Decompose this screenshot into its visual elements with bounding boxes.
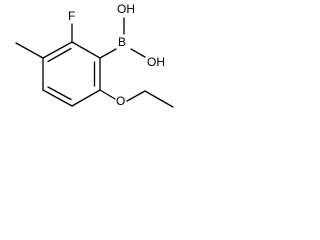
hydroxyl-bottom-label: OH (147, 55, 165, 69)
bond-ethyl-ch2-ch3 (144, 90, 174, 108)
fluorine-atom-label: F (68, 9, 75, 23)
chemical-structure-diagram: F B OH OH O (15, 2, 174, 108)
ring-bond-c2-c3-inner (47, 47, 72, 63)
bond-ring-methyl (15, 42, 44, 59)
ring-bond-c4-c5 (42, 89, 73, 107)
ring-bond-c5-c6 (71, 89, 101, 107)
ether-oxygen-label: O (116, 94, 125, 108)
hydroxyl-top-label: OH (117, 2, 135, 16)
bond-ring-boron (99, 48, 117, 59)
ring-bond-c2-c3 (42, 41, 73, 59)
bond-ring-ether-oxygen (99, 89, 116, 100)
ring-bond-c4-c5-inner (47, 86, 72, 101)
ring-bond-c1-c2 (71, 41, 101, 59)
bond-boron-hydroxyl-bottom (130, 48, 146, 58)
boron-atom-label: B (118, 35, 126, 49)
bond-oxygen-ethyl-ch2 (126, 90, 146, 102)
benzene-ring (42, 41, 101, 107)
